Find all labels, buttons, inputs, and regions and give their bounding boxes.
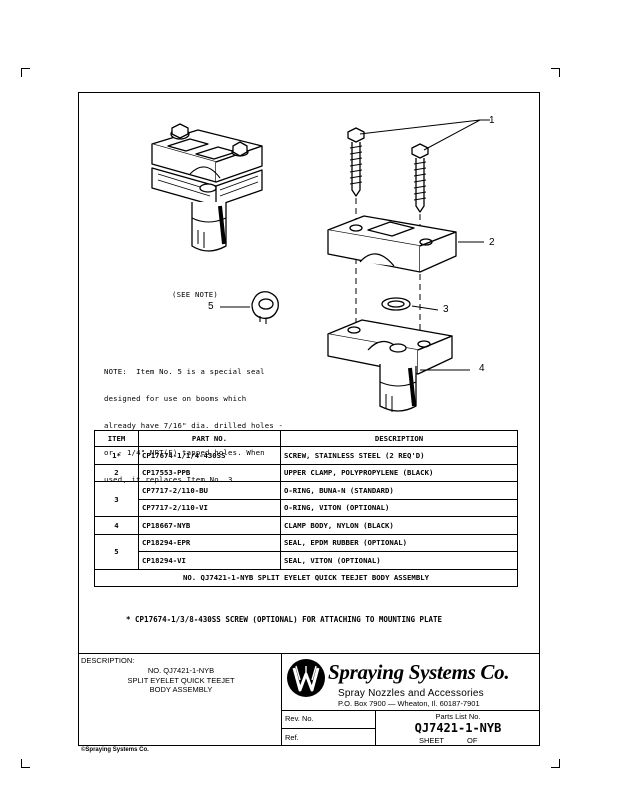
table-row: 2 CP17553-PPB UPPER CLAMP, POLYPROPYLENE… [94,463,518,482]
see-note-label: (SEE NOTE) [172,290,218,299]
header-part-no: PART NO. [138,430,281,447]
parts-list-number: QJ7421-1-NYB [414,721,502,735]
table-row: 1* CP17674-1/1/4-430SS SCREW, STAINLESS … [94,446,518,465]
exploded-assembly-drawing [151,119,490,412]
header-description: DESCRIPTION [280,430,518,447]
part-no-cell: CP18294-EPR [138,533,281,552]
special-seal-illustration [251,291,279,324]
parts-list-label: Parts List No. [435,712,481,721]
title-block-vertical-rule [281,653,282,746]
callout-2: 2 [489,237,495,248]
note-line: designed for use on booms which [104,394,247,403]
company-name: Spraying Systems Co. [328,660,510,684]
item-cell: 2 [94,463,139,482]
assembly-title: NO. QJ7421-1-NYB SPLIT EYELET QUICK TEEJ… [94,568,518,587]
callout-3: 3 [443,304,449,315]
copyright-notice: ©Spraying Systems Co. [81,747,149,753]
title-block-divider [78,653,540,654]
description-line: BODY ASSEMBLY [149,685,213,694]
description-cell: O-RING, VITON (OPTIONAL) [280,498,518,517]
crop-mark-top-left [21,68,30,77]
part-no-cell: CP7717-2/110-VI [138,498,281,517]
upper-clamp-illustration [327,215,457,273]
crop-mark-bottom-right [551,759,560,768]
part-no-cell: CP17553-PPB [138,463,281,482]
note-line: already have 7/16" dia. drilled holes - [104,421,284,430]
table-row: 3 CP7717-2/110-BU O-RING, BUNA-N (STANDA… [94,481,518,517]
description-cell: UPPER CLAMP, POLYPROPYLENE (BLACK) [280,463,518,482]
parts-table-header: ITEM PART NO. DESCRIPTION [94,430,518,447]
table-row: CP18294-VI SEAL, VITON (OPTIONAL) [95,551,518,570]
description-line: NO. QJ7421-1-NYB [147,666,215,675]
company-tagline: Spray Nozzles and Accessories [338,688,484,699]
table-row: CP7717-2/110-VI O-RING, VITON (OPTIONAL) [95,498,518,517]
part-no-cell: CP17674-1/1/4-430SS [138,446,281,465]
table-row: 5 CP18294-EPR SEAL, EPDM RUBBER (OPTIONA… [94,533,518,570]
crop-mark-bottom-left [21,759,30,768]
company-address: P.O. Box 7900 — Wheaton, Il. 60187-7901 [338,699,480,708]
o-ring-illustration [381,297,411,311]
description-text: NO. QJ7421-1-NYB SPLIT EYELET QUICK TEEJ… [82,666,280,695]
title-block-rule [375,710,376,746]
sheet-label: SHEET [419,736,445,745]
title-block-rule [281,710,540,711]
item-cell: 1* [94,446,139,465]
drawing-frame [78,92,540,746]
callout-1: 1 [489,115,495,126]
of-label: OF [467,736,478,745]
title-block-rule [281,728,375,729]
part-no-cell: CP18294-VI [138,551,281,570]
description-line: SPLIT EYELET QUICK TEEJET [127,675,235,685]
crop-mark-top-right [551,68,560,77]
parts-table: ITEM PART NO. DESCRIPTION 1* CP17674-1/1… [94,430,518,587]
description-cell: SCREW, STAINLESS STEEL (2 REQ'D) [280,446,518,465]
callout-5: 5 [208,301,214,312]
spraying-systems-logo-icon [287,659,325,697]
note-line: NOTE: Item No. 5 is a special seal [104,367,265,376]
screws-illustration [347,127,429,213]
item-cell: 4 [94,516,139,535]
table-row: 4 CP18667-NYB CLAMP BODY, NYLON (BLACK) [94,516,518,535]
callout-4: 4 [479,363,485,374]
description-cell: CLAMP BODY, NYLON (BLACK) [280,516,518,535]
description-label: DESCRIPTION: [81,656,135,665]
description-cell: SEAL, EPDM RUBBER (OPTIONAL) [280,533,518,552]
footnote: * CP17674-1/3/8-430SS SCREW (OPTIONAL) F… [126,615,443,624]
clamp-body-illustration [327,319,453,412]
item-cell: 3 [94,481,139,517]
description-cell: SEAL, VITON (OPTIONAL) [280,551,518,570]
item-cell: 5 [94,533,139,570]
table-title-row: NO. QJ7421-1-NYB SPLIT EYELET QUICK TEEJ… [94,568,518,587]
ref-label: Ref. [285,733,299,742]
part-no-cell: CP18667-NYB [138,516,281,535]
header-item: ITEM [94,430,139,447]
rev-no-label: Rev. No. [285,714,314,723]
part-no-cell: CP7717-2/110-BU [138,481,281,500]
assembled-clamp-illustration [151,123,263,252]
description-cell: O-RING, BUNA-N (STANDARD) [280,481,518,500]
